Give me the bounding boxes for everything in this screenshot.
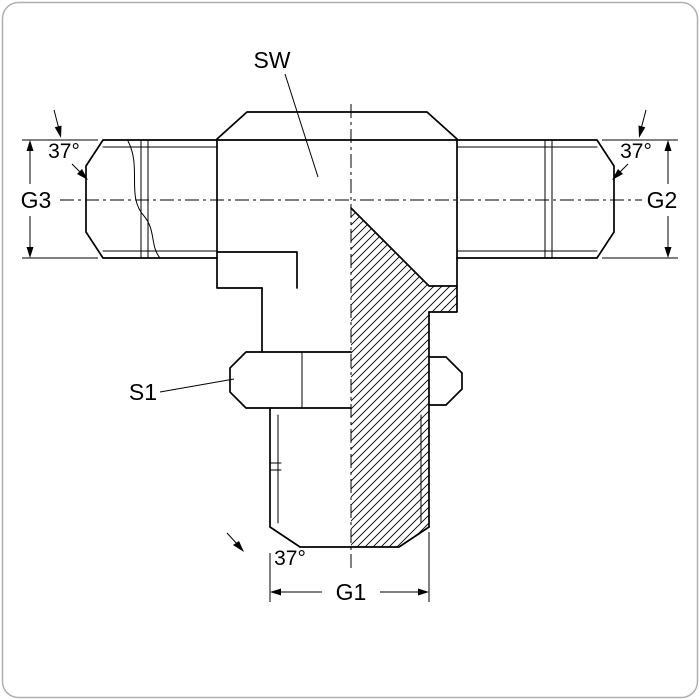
angle-callout-top-left xyxy=(53,109,88,180)
right-port-outline xyxy=(456,139,615,259)
branch-thread-relief-lines xyxy=(269,462,282,471)
label-g1: G1 xyxy=(336,579,367,605)
labels: SW S1 G3 G2 G1 37° 37° 37° xyxy=(21,47,678,605)
right-thread-runout-lines xyxy=(544,139,553,259)
thread-detail-lines xyxy=(102,139,598,524)
right-thread-minor-lines xyxy=(456,146,598,252)
label-g2: G2 xyxy=(647,187,678,213)
g2-arrow-down xyxy=(664,247,672,258)
section-edges xyxy=(350,207,458,528)
g3-extension-lines xyxy=(22,139,98,259)
g2-extension-lines xyxy=(602,139,678,259)
angle-callout-bottom xyxy=(226,532,244,552)
angle-tl-arrow-tail xyxy=(53,109,60,130)
label-angle-top-left: 37° xyxy=(48,140,80,163)
break-line xyxy=(127,140,161,259)
angle-bottom-arrowhead xyxy=(233,541,244,552)
label-angle-top-right: 37° xyxy=(620,140,652,163)
label-g3: G3 xyxy=(21,187,52,213)
dimension-g1 xyxy=(269,532,430,602)
left-thread-runout-lines xyxy=(140,139,149,259)
hex-nut-outline xyxy=(229,351,352,409)
branch-thread-minor-lines xyxy=(277,414,422,524)
fitting-outline xyxy=(85,111,615,548)
label-sw: SW xyxy=(253,47,290,73)
g2-arrow-up xyxy=(664,140,672,151)
dimension-g3 xyxy=(22,139,98,259)
body-outline xyxy=(216,111,458,313)
g1-arrow-right xyxy=(418,588,429,596)
g1-arrow-left xyxy=(270,588,281,596)
angle-callout-top-right xyxy=(612,109,647,180)
left-port-outline xyxy=(85,139,218,259)
angle-tr-arrowhead-lower xyxy=(612,169,623,180)
s1-leader-line xyxy=(159,378,235,393)
branch-thread-outline xyxy=(269,407,430,548)
g1-extension-lines xyxy=(269,532,430,602)
angle-tr-arrowhead-upper xyxy=(638,125,646,138)
hex-nut-corner-fragment xyxy=(428,356,463,406)
g3-arrow-down xyxy=(26,247,34,258)
leader-lines xyxy=(159,73,319,393)
angle-tl-arrowhead-upper xyxy=(54,125,62,138)
sw-leader-line xyxy=(284,73,319,178)
section-hatching xyxy=(351,208,457,547)
g3-arrow-up xyxy=(26,140,34,151)
angle-tr-arrow-tail xyxy=(640,109,647,130)
label-s1: S1 xyxy=(129,379,157,405)
left-thread-minor-lines xyxy=(102,146,218,252)
dimension-g2 xyxy=(602,139,678,259)
label-angle-bottom: 37° xyxy=(274,547,306,570)
angle-tl-arrowhead-lower xyxy=(77,169,88,180)
